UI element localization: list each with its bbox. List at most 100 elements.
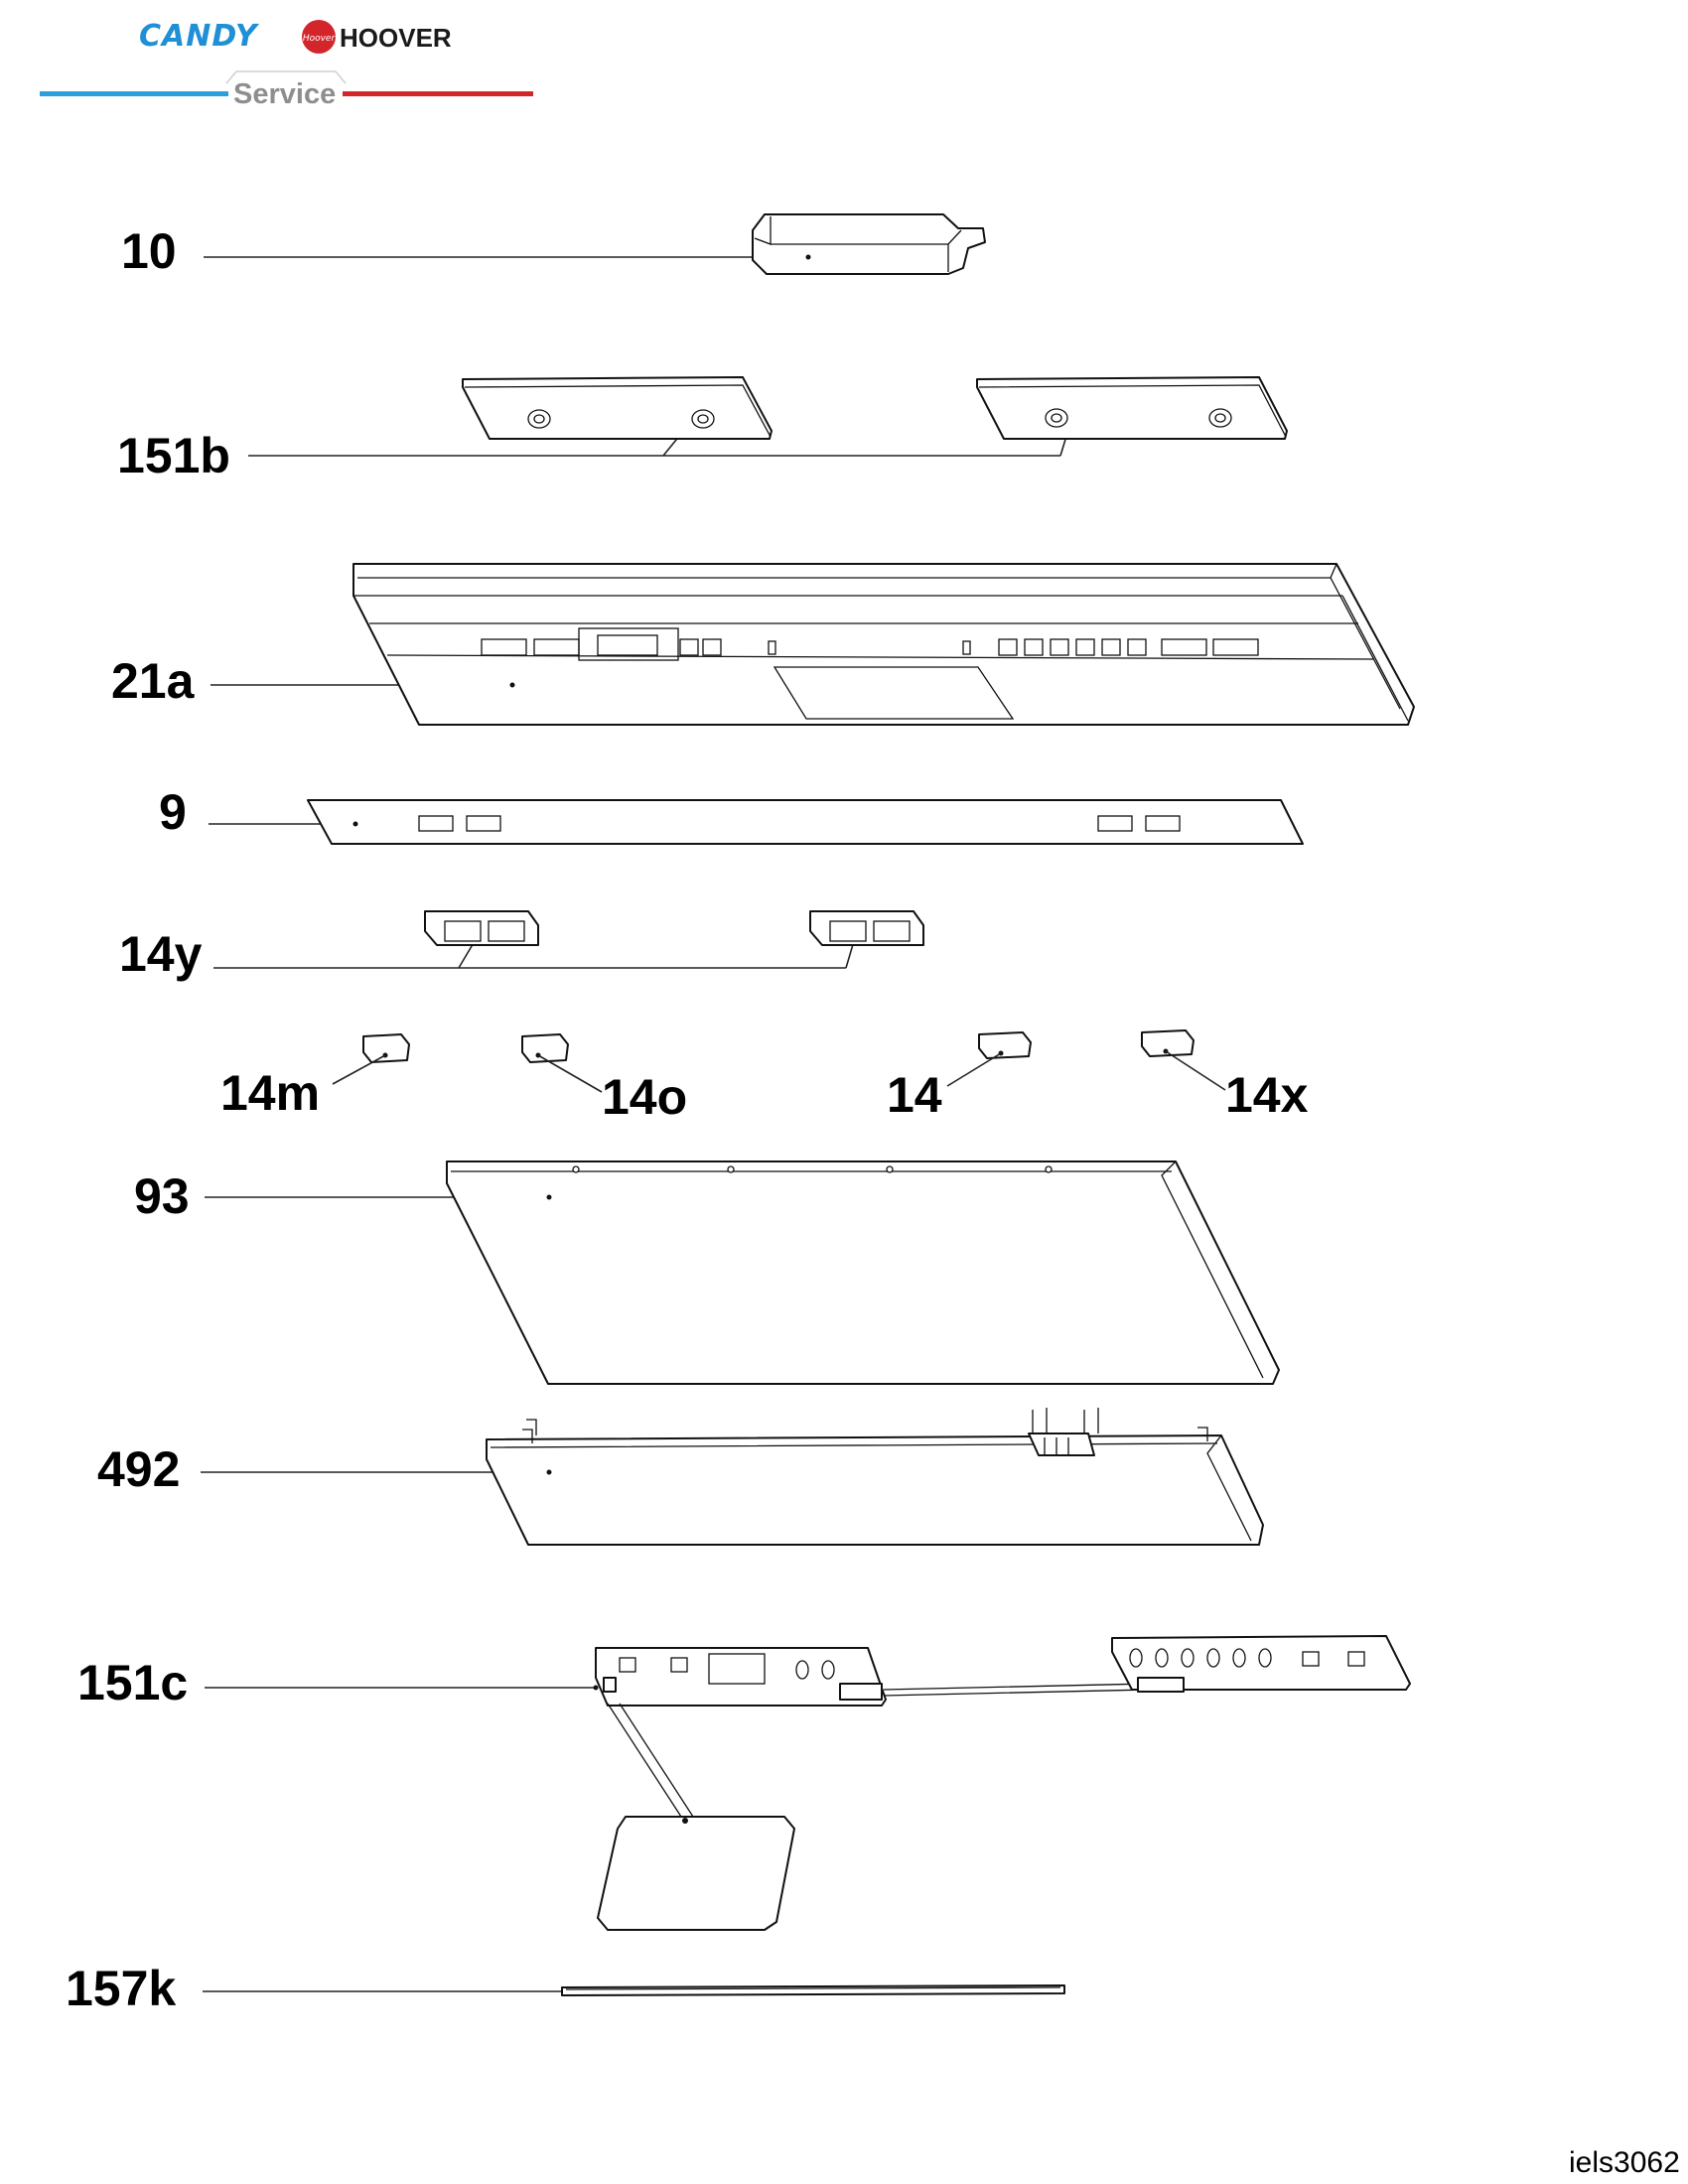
ribbon-cable — [883, 1683, 1151, 1697]
part-151b: 151b — [117, 376, 1288, 483]
leader-line-14m — [332, 1054, 386, 1085]
button-block-right — [809, 910, 924, 946]
control-panel-button-slot — [679, 638, 699, 656]
brand-header: CANDY Hoover HOOVER Service — [40, 19, 533, 110]
part-label-14: 14 — [887, 1067, 942, 1123]
power-board — [597, 1816, 795, 1931]
diagram-reference-code: iels3062 — [1569, 2146, 1680, 2179]
pcb-connector — [1137, 1677, 1185, 1693]
service-logo: Service — [40, 70, 533, 110]
part-label-157k: 157k — [66, 1961, 176, 2016]
pcb-switch — [670, 1657, 688, 1673]
part-label-151b: 151b — [117, 428, 230, 483]
control-panel-led — [768, 640, 776, 655]
button-cap — [829, 920, 867, 942]
keypad-knob-inner — [697, 414, 709, 424]
leader-line-14x — [1165, 1050, 1226, 1091]
pcb-display-module — [708, 1653, 766, 1685]
pcb-board-left — [595, 1647, 887, 1706]
control-panel-button-slot — [1212, 638, 1259, 656]
control-housing-bracket — [1028, 1433, 1095, 1456]
part-14m: 14m — [220, 1033, 410, 1121]
control-panel-button-slot — [481, 638, 527, 656]
part-151c: 151c — [77, 1635, 1411, 1931]
part-14: 14 — [887, 1031, 1032, 1123]
control-housing-clips — [522, 1419, 1208, 1443]
keypad-cover-right — [976, 376, 1288, 440]
power-board-connector-dot — [682, 1818, 688, 1824]
rear-cover-shape — [446, 1160, 1280, 1385]
control-housing-bracket-ribs — [1032, 1408, 1099, 1455]
pcb-component — [1206, 1648, 1220, 1668]
keypad-knob-inner — [533, 414, 545, 424]
pcb-switch — [619, 1657, 636, 1673]
screw-hole — [572, 1165, 580, 1173]
part-label-14o: 14o — [602, 1069, 687, 1125]
control-housing-shape — [486, 1434, 1264, 1546]
pcb-component — [795, 1660, 809, 1680]
service-bar-blue — [40, 91, 228, 96]
pcb-connector-small — [603, 1677, 617, 1693]
part-label-93: 93 — [134, 1168, 190, 1224]
control-panel-button-slot — [1050, 638, 1069, 656]
pcb-connector — [839, 1683, 883, 1701]
leader-line-14 — [946, 1052, 1002, 1087]
service-wordmark: Service — [233, 78, 336, 110]
part-151c-dot — [593, 1685, 599, 1691]
control-panel-edges — [353, 563, 1409, 722]
control-panel-button-slot — [702, 638, 722, 656]
button-block-left-shape — [424, 910, 539, 946]
screw-hole — [886, 1165, 894, 1173]
pcb-board-right — [1111, 1635, 1411, 1693]
pcb-component — [1129, 1648, 1143, 1668]
pcb-component — [1232, 1648, 1246, 1668]
keypad-cover-left-edge — [464, 384, 772, 438]
overlay-window — [466, 815, 501, 832]
part-14x-shape — [1141, 1029, 1195, 1057]
control-panel-shape — [352, 563, 1415, 726]
control-panel-led — [962, 640, 971, 655]
leader-line-14o — [537, 1054, 603, 1093]
part-21a-dot — [509, 682, 515, 688]
part-14o: 14o — [521, 1033, 687, 1125]
control-panel-button-slot — [1101, 638, 1121, 656]
power-board-shape — [597, 1816, 795, 1931]
part-label-9: 9 — [159, 784, 187, 840]
service-tab-outline — [225, 70, 347, 84]
keypad-knob-inner — [1214, 413, 1226, 423]
overlay-window — [1145, 815, 1181, 832]
part-93: 93 — [134, 1160, 1280, 1385]
pcb-board-left-shape — [595, 1647, 887, 1706]
seal-strip-shape — [561, 1984, 1065, 1996]
part-label-14y: 14y — [119, 926, 203, 982]
hoover-badge-text: Hoover — [303, 34, 337, 44]
pcb-switch — [1347, 1651, 1365, 1667]
part-label-21a: 21a — [111, 653, 196, 709]
seal-strip-edge — [565, 1986, 1061, 1990]
overlay-window — [1097, 815, 1133, 832]
part-label-151c: 151c — [77, 1655, 188, 1710]
control-panel-button-slot — [1127, 638, 1147, 656]
part-10-dot — [805, 254, 811, 260]
part-14o-shape — [521, 1033, 569, 1063]
part-9: 9 — [159, 784, 1304, 845]
service-bar-red — [343, 91, 533, 96]
candy-logo: CANDY — [139, 19, 260, 54]
part-9-dot — [352, 821, 358, 827]
control-housing-edges — [486, 1434, 1252, 1546]
part-93-dot — [546, 1194, 552, 1200]
screw-hole — [727, 1165, 735, 1173]
keypad-cover-left — [462, 376, 773, 440]
button-cap — [873, 920, 911, 942]
button-cap — [444, 920, 482, 942]
part-label-10: 10 — [121, 223, 177, 279]
pcb-component — [1258, 1648, 1272, 1668]
control-panel-handle-recess — [773, 666, 1015, 720]
button-block-right-shape — [809, 910, 924, 946]
overlay-strip-shape — [307, 799, 1304, 845]
control-panel-button-slot — [1161, 638, 1207, 656]
button-block-left — [424, 910, 539, 946]
part-492-dot — [546, 1469, 552, 1475]
pcb-component — [1181, 1648, 1195, 1668]
